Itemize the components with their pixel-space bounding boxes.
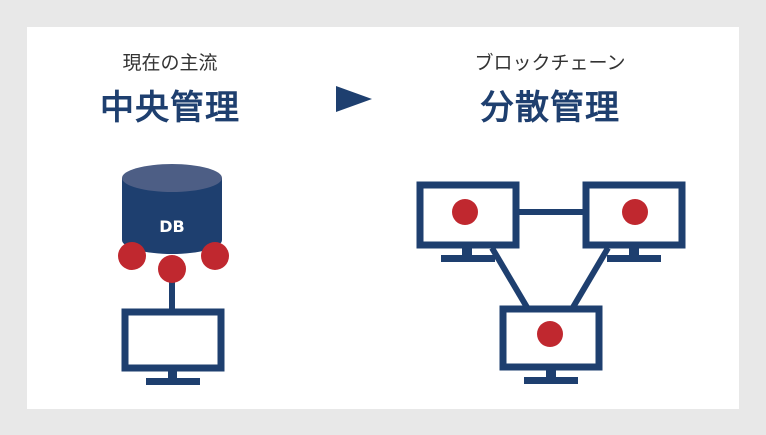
network-link-right: [569, 246, 611, 311]
left-subtitle: 現在の主流: [122, 52, 218, 74]
database-icon: DB: [122, 164, 222, 254]
db-node-dot-center: [158, 255, 186, 283]
right-title: 分散管理: [480, 88, 620, 128]
arrow-right-icon: [336, 86, 372, 112]
monitor-icon-bottom: [499, 305, 603, 384]
monitor-icon-top-right: [582, 181, 686, 262]
monitor-icon-top-left: [416, 181, 520, 262]
db-node-dot-left: [118, 242, 146, 270]
db-node-dot-right: [201, 242, 229, 270]
node-dot-icon: [452, 199, 478, 225]
node-dot-icon: [537, 321, 563, 347]
monitor-icon-left: [121, 308, 225, 385]
db-label: DB: [159, 217, 184, 236]
network-link-left: [489, 246, 531, 311]
right-subtitle: ブロックチェーン: [474, 52, 626, 74]
left-title: 中央管理: [100, 88, 240, 128]
node-dot-icon: [622, 199, 648, 225]
